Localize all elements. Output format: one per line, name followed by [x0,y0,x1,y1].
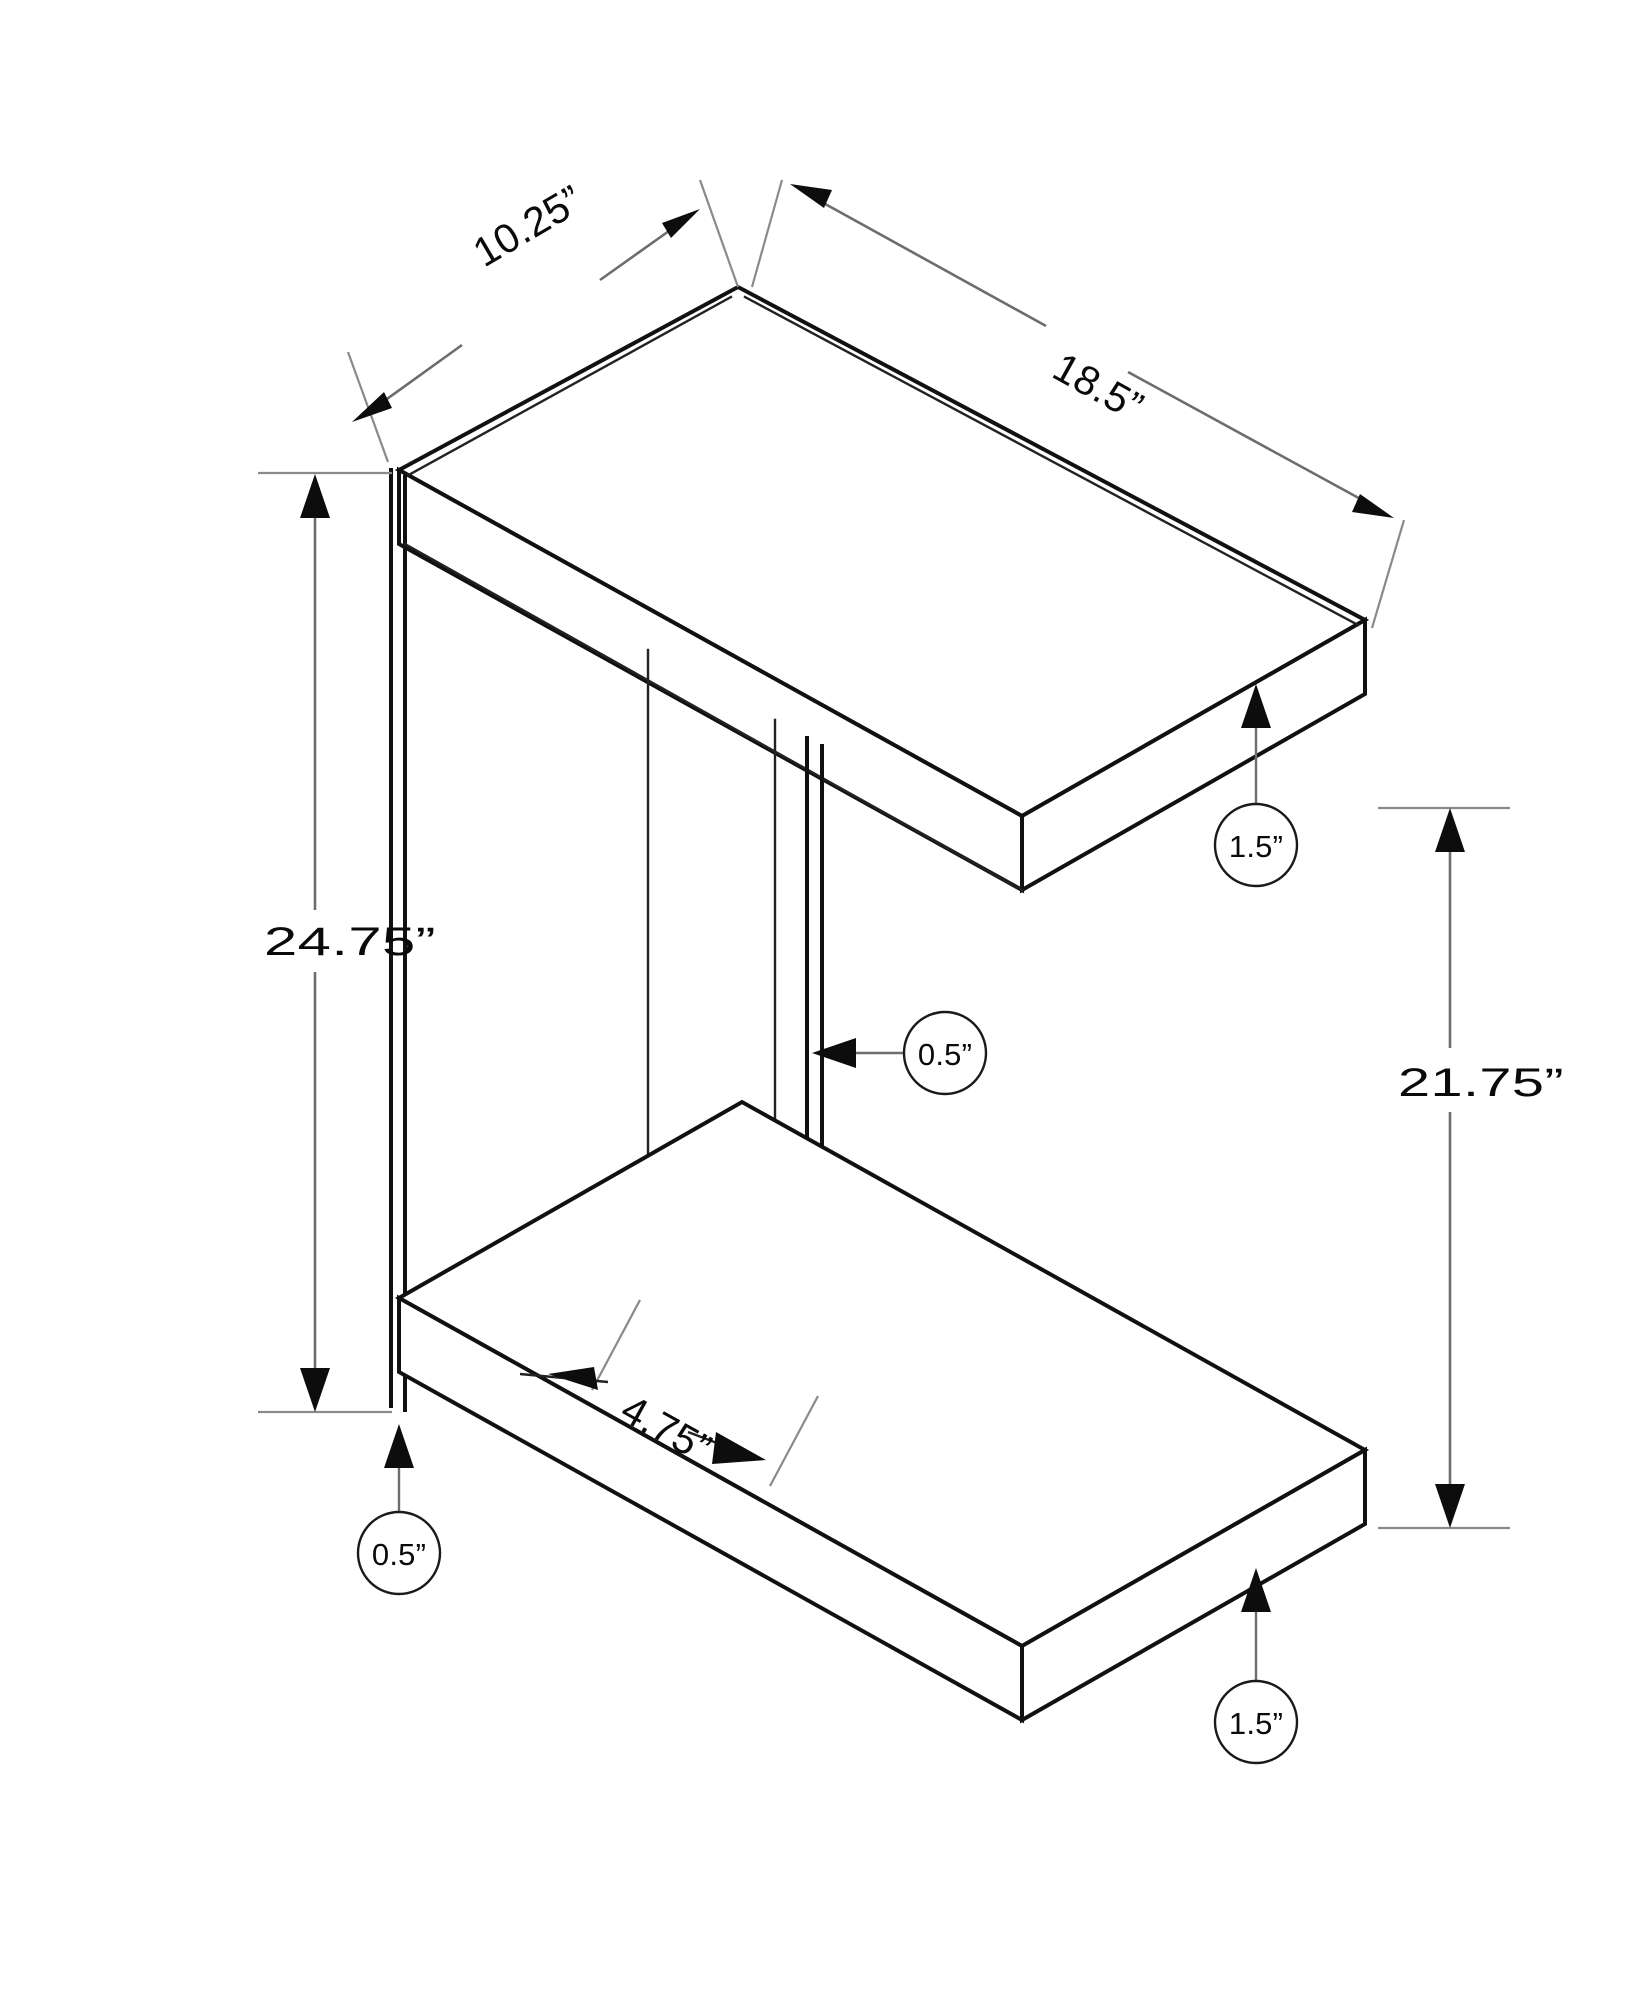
callout-bottom-shelf-bubble [1213,1679,1299,1765]
top-shelf [394,284,1370,894]
clearance-arrow-top [1435,808,1465,852]
dimension-label-width: 18.5” [1046,344,1151,430]
foot-arrow-left [548,1367,598,1390]
height-arrow-bottom [300,1368,330,1412]
clearance-arrow-bottom [1435,1484,1465,1528]
width-arrow-upper [790,184,832,208]
callout-top-shelf-thickness: 1.5” [1213,684,1299,888]
callout-label-top-shelf-thickness: 1.5” [1229,829,1283,864]
width-ext-line-a [750,179,784,288]
callout-bottom-shelf-arrow [1241,1568,1271,1612]
dimension-label-depth: 10.25” [465,176,590,276]
foot-arrow-right [712,1432,766,1464]
width-arrow-lower [1352,494,1394,518]
foot-ext-line-b [769,1395,819,1487]
dimension-label-clearance-height: 21.75” [1398,1061,1564,1105]
depth-arrow-upper [662,209,700,238]
width-dim-line-lower [1127,370,1367,504]
dimension-label-overall-height: 24.75” [264,920,436,964]
callout-top-shelf-bubble [1213,802,1299,888]
bottom-shelf-right-edge-face [1020,1446,1367,1724]
callout-back-panel-arrow [384,1424,414,1468]
height-arrow-top [300,474,330,518]
callout-top-shelf-arrow [1241,684,1271,728]
dimension-clearance-height-21-75: 21.75” [1378,806,1564,1530]
depth-dim-line-upper [599,224,677,282]
callout-center-panel-bubble [902,1010,988,1096]
callout-label-center-panel-thickness: 0.5” [918,1037,972,1072]
top-shelf-scribe-right [743,295,1360,627]
bottom-shelf [394,1099,1370,1724]
callout-label-bottom-shelf-thickness: 1.5” [1229,1706,1283,1741]
table-body [389,284,1370,1724]
back-panel-top-underside [403,542,1024,892]
top-shelf-front-edge-face [397,466,1024,894]
depth-dim-line-lower [379,343,463,406]
callout-back-panel-thickness: 0.5” [356,1424,442,1596]
callout-back-panel-bubble [356,1510,442,1596]
top-shelf-scribe-left [403,295,733,479]
depth-ext-line-a [698,179,740,288]
width-dim-line-upper [817,198,1047,328]
callout-center-panel-arrow [812,1038,856,1068]
callout-label-back-panel-thickness: 0.5” [372,1537,426,1572]
dimension-overall-height-24-75: 24.75” [258,471,436,1414]
depth-arrow-lower [352,392,392,422]
width-ext-line-b [1370,519,1406,629]
callout-center-panel-thickness: 0.5” [812,1010,988,1096]
foot-ext-line-a [591,1299,641,1391]
back-panel [389,468,1024,1412]
callout-bottom-shelf-thickness: 1.5” [1213,1568,1299,1765]
